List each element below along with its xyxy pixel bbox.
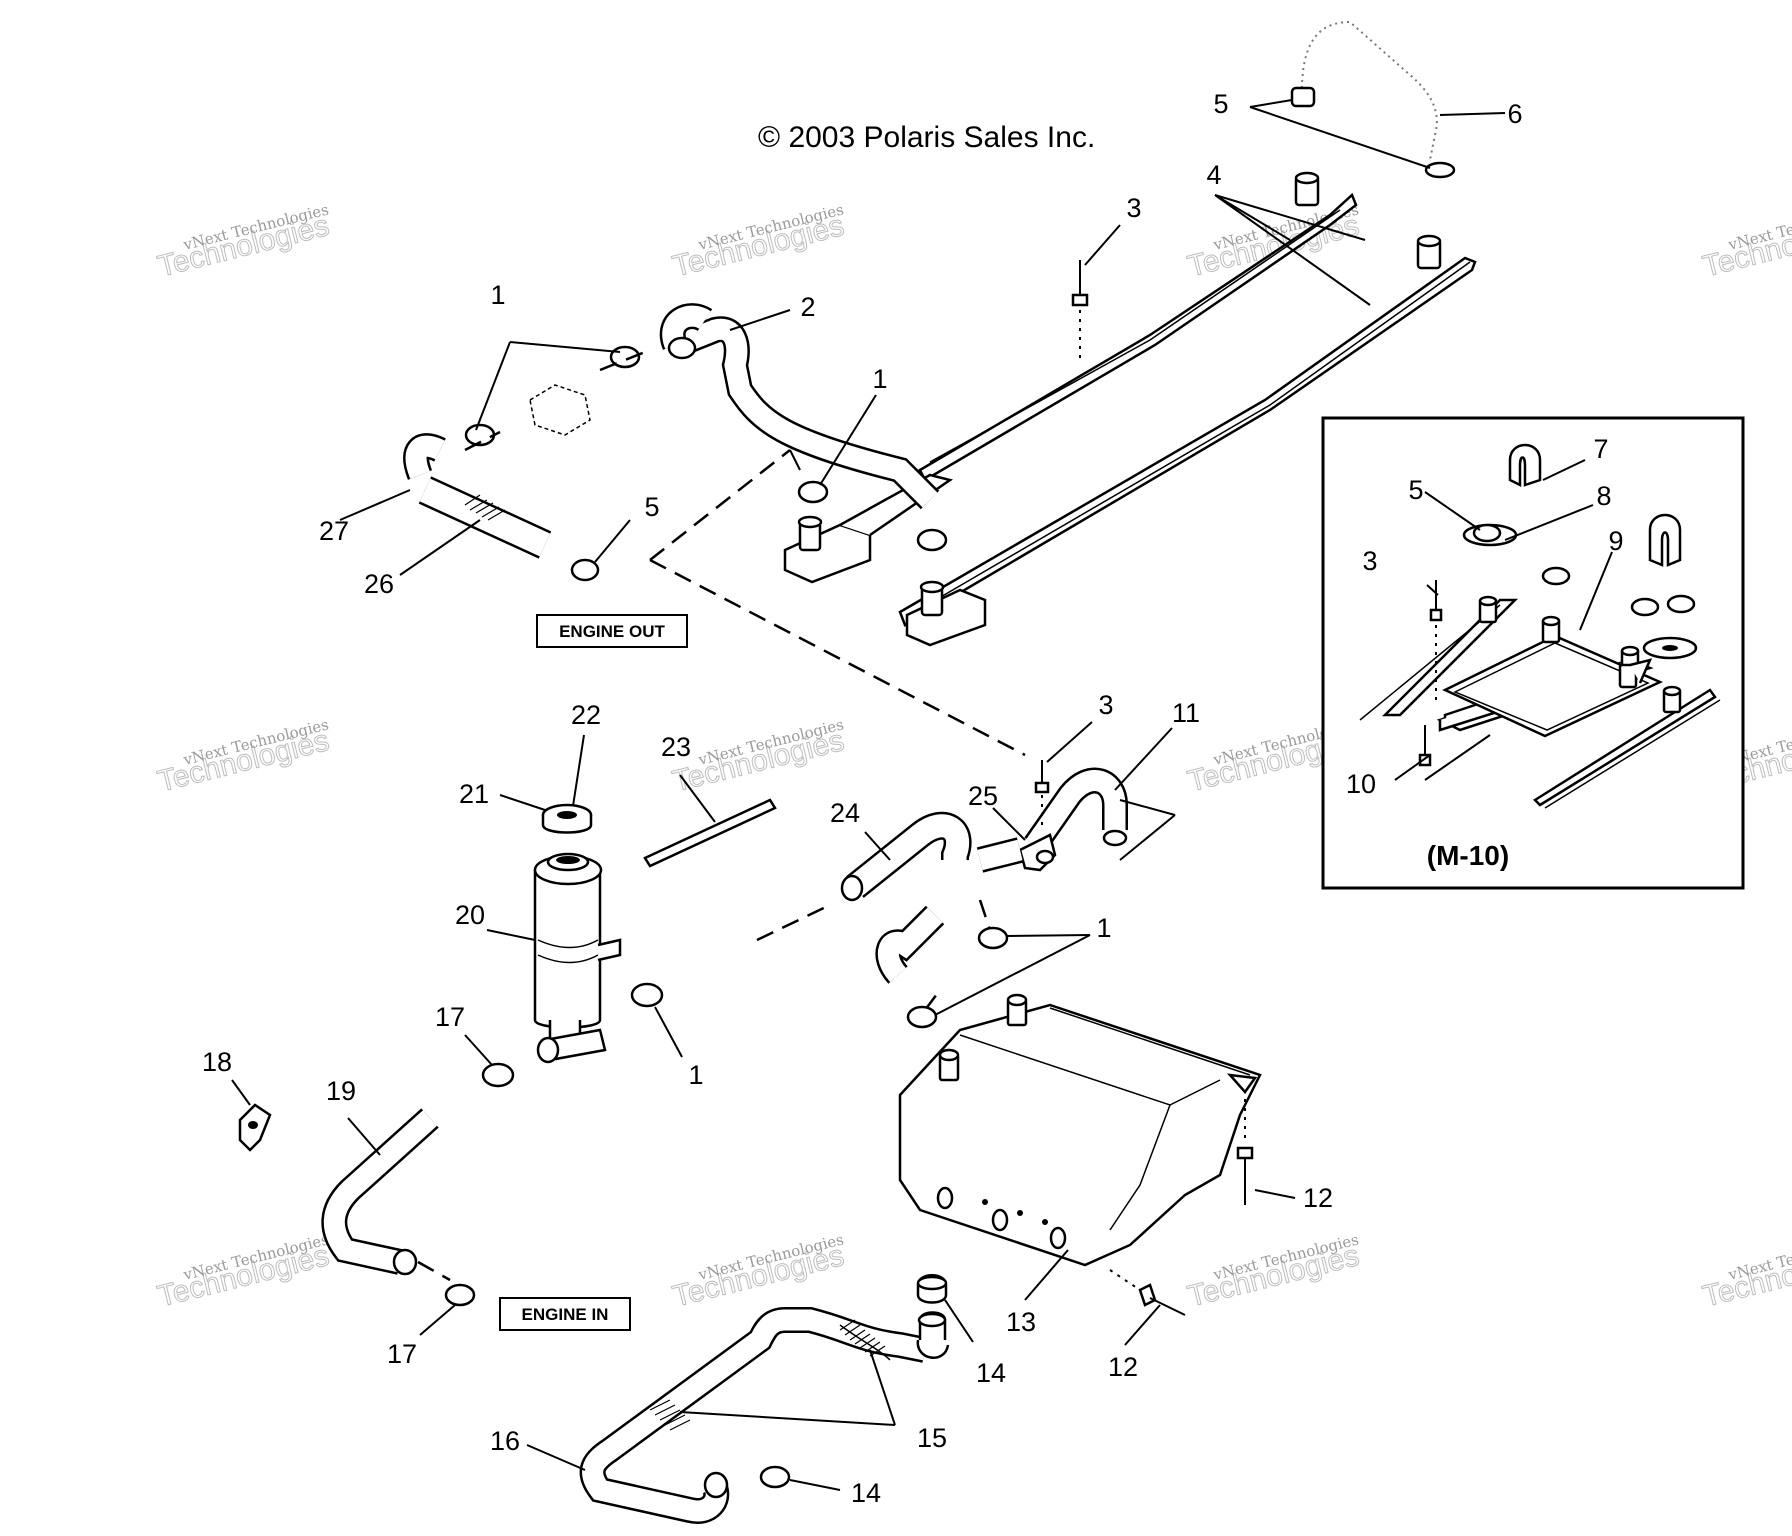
hose-clamp-14-upper: [916, 1274, 948, 1304]
hose-clamp-14-lower: [759, 1465, 791, 1489]
hose-clamp-5-top: [1290, 86, 1456, 179]
bolt-12-lower: [1109, 1269, 1186, 1316]
hose-clamps-near-exchanger: [797, 480, 948, 552]
callout-3: 3: [1098, 690, 1113, 720]
bracket-18: [238, 1103, 272, 1152]
callout-13: 13: [1006, 1307, 1036, 1337]
watermark: Technologies vNext Technologies: [154, 200, 333, 284]
callout-5: 5: [644, 492, 659, 522]
watermark: Technologies vNext Technologies: [154, 1230, 333, 1314]
bolt-12-upper: [1236, 1090, 1254, 1205]
callout-17: 17: [435, 1002, 465, 1032]
callout-20: 20: [455, 900, 485, 930]
hose-sleeve-15-upper: [839, 1319, 891, 1361]
leader-lines: [231, 99, 1613, 1491]
bolt-3-mid: [1034, 760, 1050, 830]
watermark: Technologies vNext Technologies: [1184, 1230, 1363, 1314]
callout-8: 8: [1596, 481, 1611, 511]
hose-clamp-17-upper: [481, 1062, 515, 1088]
callout-5: 5: [1213, 89, 1228, 119]
callout-4: 4: [1206, 160, 1221, 190]
heat-exchanger-end-lower: [905, 580, 987, 647]
callout-3: 3: [1362, 546, 1377, 576]
callout-1: 1: [1096, 913, 1111, 943]
callout-27: 27: [319, 516, 349, 546]
cap-21: [541, 803, 593, 834]
hose-19: [321, 1108, 439, 1276]
callout-7: 7: [1593, 434, 1608, 464]
callout-14: 14: [851, 1478, 881, 1508]
watermark: Technologies vNext Technologies: [1699, 1230, 1792, 1314]
watermark: Technologies vNext Technologies: [669, 200, 848, 284]
callout-11: 11: [1172, 698, 1200, 728]
callout-16: 16: [490, 1426, 520, 1456]
callout-12: 12: [1303, 1183, 1333, 1213]
callout-23: 23: [661, 732, 691, 762]
callout-1: 1: [688, 1060, 703, 1090]
hose-24-lower: [875, 905, 945, 984]
callout-3: 3: [1126, 193, 1141, 223]
hose-11: [1024, 767, 1128, 853]
callout-2: 2: [800, 292, 815, 322]
fitting-25: [1018, 833, 1057, 872]
callout-10: 10: [1346, 769, 1376, 799]
callout-17: 17: [387, 1339, 417, 1369]
callout-5: 5: [1408, 475, 1423, 505]
hose-sleeve-15-lower: [649, 1399, 691, 1431]
callout-21: 21: [459, 779, 489, 809]
copyright-text: © 2003 Polaris Sales Inc.: [758, 121, 1095, 154]
bolt-3-top: [1071, 260, 1089, 360]
callout-1: 1: [490, 280, 505, 310]
hose-clamp-1-reservoir: [630, 982, 664, 1008]
cooler-rail-4-lower: [898, 234, 1477, 627]
hose-clamp-17-lower: [444, 1283, 476, 1307]
watermark: Technologies vNext Technologies: [669, 715, 848, 799]
engine-in-tag: ENGINE IN: [499, 1297, 631, 1331]
hose-clamp-5-mid: [570, 558, 600, 582]
callout-15: 15: [917, 1423, 947, 1453]
reservoir-20: [533, 852, 622, 1064]
routing-dash-24: [756, 903, 831, 942]
callout-26: 26: [364, 569, 394, 599]
watermark: Technologies vNext Technologies: [154, 715, 333, 799]
callout-24: 24: [830, 798, 860, 828]
svg-text:ENGINE OUT: ENGINE OUT: [559, 622, 665, 641]
callout-14: 14: [976, 1358, 1006, 1388]
svg-text:ENGINE IN: ENGINE IN: [522, 1305, 609, 1324]
callout-22: 22: [571, 700, 601, 730]
hose-24: [840, 811, 1024, 902]
callout-labels: 5 6 4 3 2 1 1 27 26 5 7 5 8 3 9 10 22 23…: [202, 89, 1624, 1508]
routing-line: [789, 449, 801, 471]
routing-line-mid: [1119, 799, 1176, 861]
callout-6: 6: [1507, 99, 1522, 129]
routing-dashed-line: [649, 449, 1026, 757]
hose-clamps-1-mid: [906, 926, 1009, 1029]
callout-19: 19: [326, 1076, 356, 1106]
callout-1: 1: [872, 364, 887, 394]
fitting-with-clamps: [464, 345, 646, 452]
engine-out-tag: ENGINE OUT: [536, 614, 688, 648]
rod-23: [643, 798, 777, 868]
routing-dash-clamp: [978, 899, 992, 931]
callout-9: 9: [1608, 526, 1623, 556]
hose-2: [659, 303, 940, 510]
routing-dash-19: [417, 1260, 451, 1282]
inset-m10: [1321, 416, 1745, 890]
hose-26-27: [403, 433, 552, 559]
watermark: Technologies vNext Technologies: [669, 1230, 848, 1314]
callout-18: 18: [202, 1047, 232, 1077]
inset-hose-clamp: [1472, 523, 1502, 543]
callout-25: 25: [968, 781, 998, 811]
fitting-14-upper: [916, 1311, 950, 1359]
callout-12: 12: [1108, 1352, 1138, 1382]
heat-exchanger-13: [898, 993, 1262, 1267]
watermark: Technologies vNext Technologies: [1699, 200, 1792, 284]
inset-title: (M-10): [1427, 840, 1509, 871]
bypass-hose-6: [1293, 13, 1446, 162]
cooler-rail-4-upper: [918, 171, 1358, 482]
